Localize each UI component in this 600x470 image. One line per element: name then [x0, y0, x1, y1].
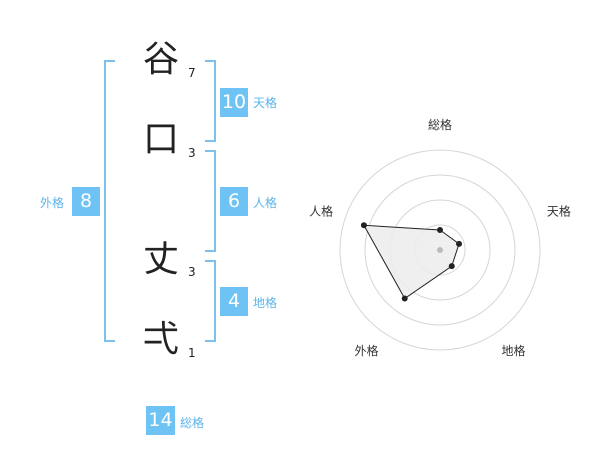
jinkaku-bracket	[205, 150, 216, 252]
radar-axis-label-3: 地格	[501, 343, 525, 358]
radar-grid-ring	[364, 174, 516, 326]
radar-point-5	[360, 222, 367, 229]
radar-axis-label-2: 天格	[547, 203, 571, 218]
radar-point-2	[456, 240, 463, 247]
stroke-count-4: 1	[188, 346, 196, 360]
radar-axis-label-4: 外格	[355, 343, 379, 358]
radar-grid-ring	[339, 149, 541, 351]
stroke-count-3: 3	[188, 265, 196, 279]
chikaku-bracket	[205, 260, 216, 342]
stroke-count-2: 3	[188, 146, 196, 160]
soukaku-value: 14	[146, 406, 175, 435]
radar-axis-label-1: 総格	[428, 117, 452, 132]
tenkaku-value: 10	[220, 88, 248, 117]
soukaku-label: 総格	[180, 416, 205, 430]
chikaku-value: 4	[220, 287, 248, 316]
chikaku-label: 地格	[253, 296, 278, 310]
jinkaku-value: 6	[220, 187, 248, 216]
tenkaku-bracket	[205, 60, 216, 142]
radar-point-4	[401, 295, 408, 302]
jinkaku-label: 人格	[253, 196, 278, 210]
radar-center-dot	[437, 247, 443, 253]
name-char-1: 谷	[142, 39, 179, 80]
gaikaku-label: 外格	[40, 196, 65, 210]
radar-point-3	[448, 263, 455, 270]
radar-point-1	[437, 227, 443, 233]
radar-axis-label-5: 人格	[309, 203, 333, 218]
gaikaku-bracket	[104, 60, 115, 342]
name-char-2: 口	[142, 119, 179, 160]
stroke-count-1: 7	[188, 66, 196, 80]
gaikaku-value: 8	[72, 187, 100, 216]
radar-series-area	[363, 224, 460, 300]
name-char-3: 丈	[142, 239, 179, 280]
name-char-4: 弌	[142, 319, 179, 360]
tenkaku-label: 天格	[253, 96, 278, 110]
